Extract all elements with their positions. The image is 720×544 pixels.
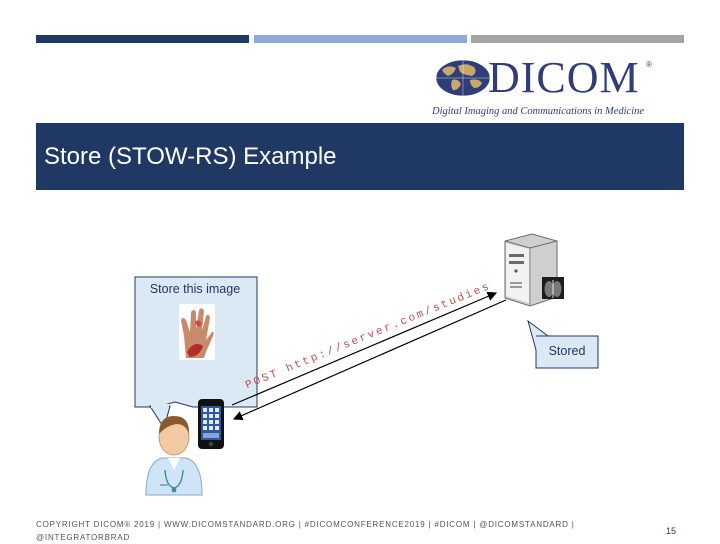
chest-xray-icon	[542, 277, 564, 299]
response-speech-bubble	[527, 319, 599, 369]
slide-title: Store (STOW-RS) Example	[44, 143, 337, 170]
dicom-logo: DICOM ® Digital Imaging and Communicatio…	[430, 53, 660, 120]
hand-image-icon	[179, 304, 215, 360]
smartphone-icon	[198, 399, 224, 449]
accent-bar-light	[254, 35, 467, 43]
logo-tagline: Digital Imaging and Communications in Me…	[432, 106, 645, 117]
title-band	[36, 123, 684, 190]
doctor-icon	[145, 416, 203, 496]
accent-bar-gray	[471, 35, 684, 43]
footer-copyright: COPYRIGHT DICOM® 2019 | WWW.DICOMSTANDAR…	[36, 520, 575, 542]
accent-bar-dark	[36, 35, 249, 43]
request-arrow	[231, 291, 498, 406]
globe-icon	[435, 59, 491, 97]
request-bubble-label: Store this image	[149, 282, 241, 296]
logo-wordmark: DICOM	[488, 53, 640, 102]
logo-registered-mark: ®	[646, 60, 652, 69]
page-number: 15	[666, 526, 677, 536]
response-arrow	[232, 299, 507, 421]
response-bubble-label: Stored	[548, 344, 586, 358]
